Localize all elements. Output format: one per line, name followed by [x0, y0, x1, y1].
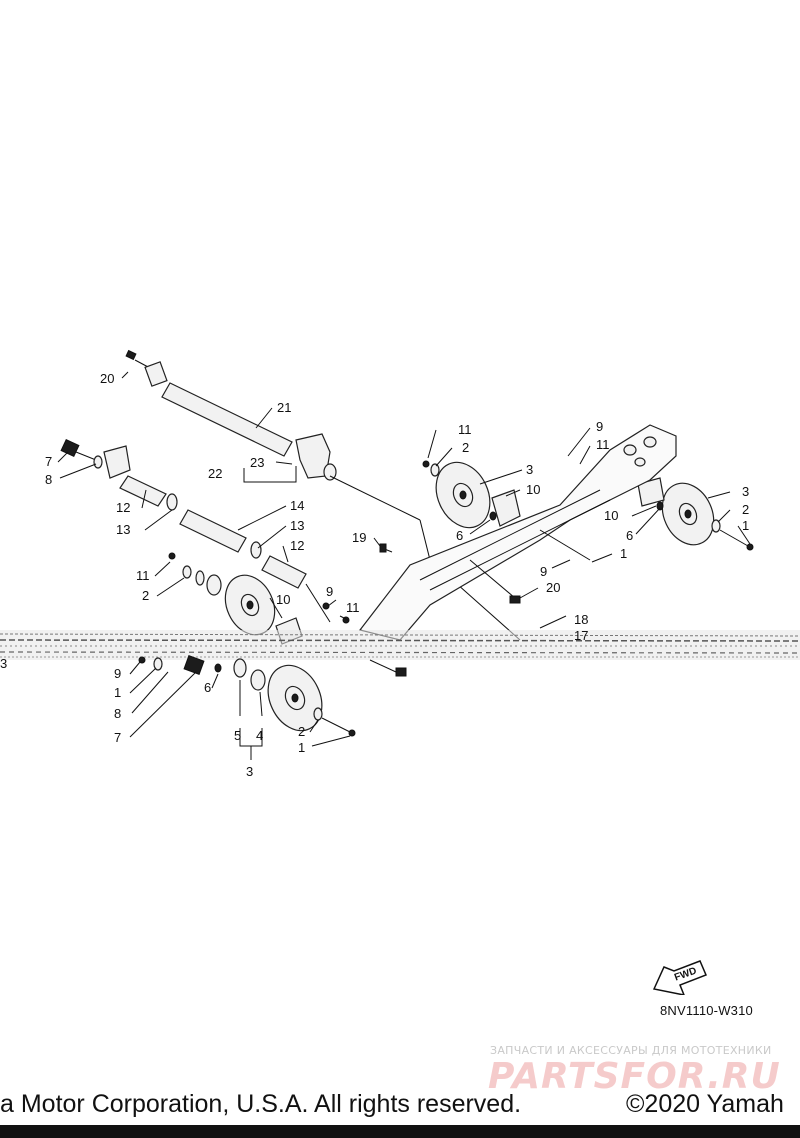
callout-11-right: 11 [596, 437, 610, 452]
collar-12-lower [261, 555, 307, 589]
callout-13-right: 13 [290, 518, 304, 533]
callout-10: 10 [276, 592, 290, 607]
callout-11-left: 11 [346, 600, 360, 615]
callout-12: 12 [116, 500, 130, 515]
callout-11: 11 [136, 568, 150, 583]
leader-lines [57, 371, 751, 760]
bolt-7-lower [183, 655, 205, 675]
callout-10-right: 10 [604, 508, 618, 523]
callout-3-upper: 3 [526, 462, 533, 477]
collar-12 [119, 475, 167, 507]
callout-1-lower: 1 [114, 685, 121, 700]
slide-rail-frame [358, 424, 677, 641]
bearing-4 [250, 669, 266, 691]
callout-6-upper: 6 [456, 528, 463, 543]
bearing [206, 574, 222, 596]
callout-3-cut: 3 [0, 656, 7, 671]
callout-17: 17 [574, 628, 588, 643]
copyright-text: a Motor Corporation, U.S.A. All rights r… [0, 1090, 522, 1118]
callout-6-lower: 6 [204, 680, 211, 695]
callout-20-mid: 20 [546, 580, 560, 595]
callout-19: 19 [352, 530, 366, 545]
left-shaft-assembly [60, 438, 331, 623]
copyright-year: ©2020 Yamah [626, 1090, 784, 1118]
shaft-21 [161, 382, 293, 457]
lower-wheel-assembly [138, 655, 407, 737]
callout-12-right: 12 [290, 538, 304, 553]
callout-20: 20 [100, 371, 114, 386]
callout-2: 2 [142, 588, 149, 603]
bracket-10 [491, 489, 521, 527]
washer-8 [93, 455, 103, 469]
callout-8-lower: 8 [114, 706, 121, 721]
callout-11-upper: 11 [458, 422, 472, 437]
callout-3-lower: 3 [246, 764, 253, 779]
callout-labels: 20 21 22 23 7 8 12 13 14 13 12 11 2 10 1… [0, 371, 749, 779]
callout-4: 4 [256, 728, 263, 743]
callout-6-right: 6 [626, 528, 633, 543]
nut-6 [489, 511, 497, 521]
watermark-tagline: ЗАПЧАСТИ И АКСЕССУАРЫ ДЛЯ МОТОТЕХНИКИ [490, 1044, 772, 1057]
callout-2-right: 2 [742, 502, 749, 517]
callout-1-right: 1 [742, 518, 749, 533]
bracket-left [103, 445, 131, 479]
shaft-14 [179, 509, 247, 553]
callout-1-lower-right: 1 [298, 740, 305, 755]
shaft-bracket [144, 361, 168, 387]
callout-21: 21 [277, 400, 291, 415]
callout-22: 22 [208, 466, 222, 481]
callout-2-upper: 2 [462, 440, 469, 455]
circlip-5 [233, 658, 247, 678]
callout-7: 7 [45, 454, 52, 469]
callout-9-lower: 9 [114, 666, 121, 681]
callout-9-mid: 9 [540, 564, 547, 579]
upper-shaft-assembly [125, 349, 521, 641]
bottom-border [0, 1125, 800, 1138]
callout-9-left: 9 [326, 584, 333, 599]
callout-2-lower: 2 [298, 724, 305, 739]
bracket-10-right [637, 477, 665, 507]
washer-2 [182, 565, 192, 579]
slide-rail-18 [358, 424, 677, 641]
callout-23: 23 [250, 455, 264, 470]
callout-9-upper: 9 [596, 419, 603, 434]
right-upper-wheels [422, 460, 754, 551]
callout-13: 13 [116, 522, 130, 537]
watermark-logo: PARTSFOR.RU [488, 1056, 781, 1097]
bolt-7 [60, 438, 80, 458]
callout-8: 8 [45, 472, 52, 487]
callout-5: 5 [234, 728, 241, 743]
spacer-13 [166, 493, 178, 511]
callout-1-mid: 1 [620, 546, 627, 561]
callout-3-right: 3 [742, 484, 749, 499]
callout-18: 18 [574, 612, 588, 627]
callout-10-upper: 10 [526, 482, 540, 497]
scan-noise-band [0, 630, 800, 660]
callout-7-lower: 7 [114, 730, 121, 745]
callout-14: 14 [290, 498, 304, 513]
fwd-arrow-icon: FWD [652, 960, 707, 995]
drawing-code: 8NV1110-W310 [660, 1003, 753, 1018]
bolt-20 [125, 349, 137, 361]
